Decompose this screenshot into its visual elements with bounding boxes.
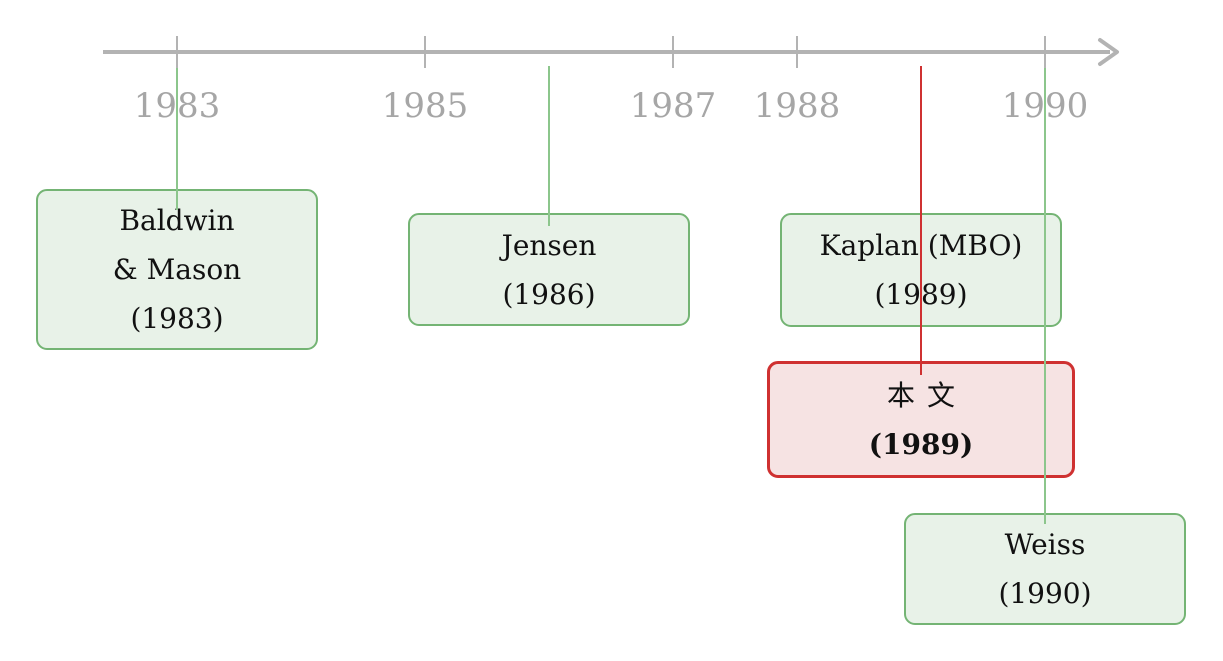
event-line: & Mason xyxy=(112,253,242,286)
event-line: Baldwin xyxy=(119,204,235,237)
event-box-jensen: Jensen (1986) xyxy=(408,213,690,326)
event-line: Kaplan (MBO) xyxy=(819,229,1023,262)
event-year: (1989) xyxy=(868,427,974,461)
tick-label-1985: 1985 xyxy=(382,86,469,126)
event-box-baldwin-mason: Baldwin & Mason (1983) xyxy=(36,189,318,350)
tick-label-1990: 1990 xyxy=(1002,86,1089,126)
event-year: (1990) xyxy=(998,577,1092,610)
tick-label-1983: 1983 xyxy=(134,86,221,126)
event-line: 本文 xyxy=(886,378,967,412)
event-year: (1986) xyxy=(502,277,596,311)
event-year: (1989) xyxy=(874,278,968,311)
event-line: Weiss xyxy=(1004,528,1086,561)
event-box-weiss: Weiss (1990) xyxy=(904,513,1186,625)
axis-arrow-head xyxy=(1098,38,1119,66)
tick-label-1988: 1988 xyxy=(754,86,841,126)
event-box-kaplan: Kaplan (MBO) (1989) xyxy=(780,213,1062,327)
tick-label-1987: 1987 xyxy=(630,86,717,126)
event-line: Jensen xyxy=(501,228,597,262)
event-year: (1983) xyxy=(130,302,224,335)
event-box-this-paper: 本文 (1989) xyxy=(767,361,1075,478)
